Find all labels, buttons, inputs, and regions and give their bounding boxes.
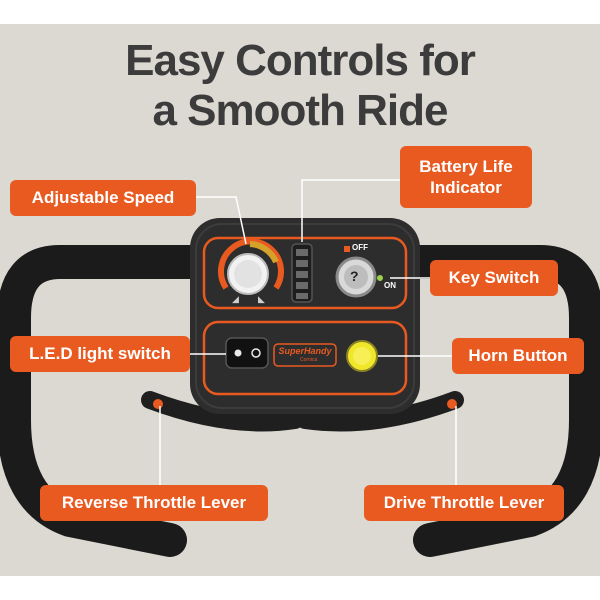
callout-reverse-throttle-lever: Reverse Throttle Lever — [40, 485, 268, 521]
drive-throttle-lever — [296, 391, 464, 432]
callout-adjustable-speed: Adjustable Speed — [10, 180, 196, 216]
svg-text:◣: ◣ — [258, 294, 265, 304]
callout-battery-life-indicator: Battery Life Indicator — [400, 146, 532, 208]
headline-line-2: a Smooth Ride — [152, 86, 448, 135]
brand-name: SuperHandy — [278, 346, 332, 356]
brand-plate — [273, 343, 337, 367]
battery-callout-line-2: Indicator — [430, 178, 502, 197]
callout-drive-throttle-lever: Drive Throttle Lever — [364, 485, 564, 521]
key-slot-symbol: ? — [350, 268, 359, 284]
brand-sub: Cornica — [300, 357, 318, 363]
reverse-throttle-lever — [141, 391, 304, 432]
callout-lines — [159, 179, 457, 486]
led-light-switch — [225, 337, 269, 369]
callout-horn-button: Horn Button — [452, 338, 584, 374]
battery-callout-line-1: Battery Life — [419, 156, 513, 176]
on-label: ON — [384, 281, 396, 290]
off-label: OFF — [352, 243, 368, 252]
callout-led-light-switch: L.E.D light switch — [10, 336, 190, 372]
headline-line-1: Easy Controls for — [125, 36, 476, 85]
svg-text:◢: ◢ — [232, 294, 239, 304]
callout-key-switch: Key Switch — [430, 260, 558, 296]
